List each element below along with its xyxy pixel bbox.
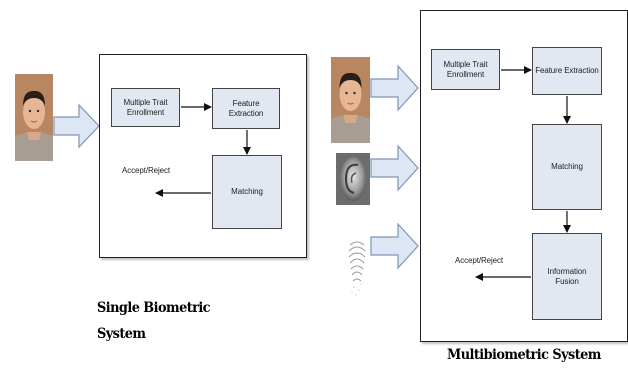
face-photo	[15, 74, 53, 161]
multi-enrollment-box: Multiple Trait Enrollment	[431, 49, 500, 90]
face-photo-multi	[331, 57, 370, 143]
input-arrow-ear	[370, 144, 419, 192]
multi-decision-label: Accept/Reject	[455, 256, 504, 265]
multi-system-caption: Multibiometric System	[447, 347, 601, 363]
single-decision-label: Accept/Reject	[122, 166, 171, 175]
multi-matching-box: Matching	[532, 124, 602, 210]
single-feature-extraction-box: Feature Extraction	[212, 88, 280, 129]
input-arrow-face-multi	[370, 64, 419, 112]
multi-information-fusion-box: Information Fusion	[532, 233, 602, 320]
multi-feature-extraction-box: Feature Extraction	[532, 47, 602, 95]
input-arrow-face	[53, 103, 100, 149]
single-enrollment-box: Multiple Trait Enrollment	[111, 88, 180, 127]
ear-photo	[336, 153, 370, 205]
fingerprint-image	[346, 235, 368, 300]
input-arrow-fingerprint	[370, 222, 419, 270]
single-system-caption-line2: System	[97, 326, 146, 342]
single-system-caption-line1: Single Biometric	[97, 300, 211, 316]
single-matching-box: Matching	[212, 155, 282, 229]
